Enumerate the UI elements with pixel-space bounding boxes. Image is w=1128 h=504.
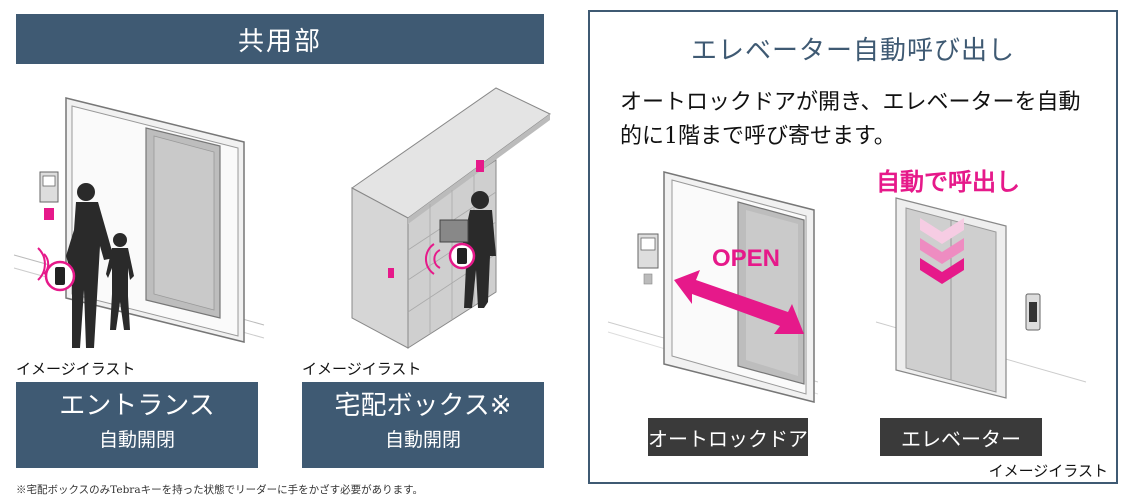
delivery-box-illustration-caption: イメージイラスト xyxy=(302,360,422,378)
elevator-illustration-caption: イメージイラスト xyxy=(988,462,1108,480)
entrance-illustration xyxy=(13,97,265,348)
elevator-call-description: オートロックドアが開き、エレベーターを自動 的に1階まで呼び寄せます。 xyxy=(620,86,1100,154)
description-line-2: 的に1階まで呼び寄せます。 xyxy=(620,124,896,149)
open-double-arrow-icon xyxy=(674,270,804,334)
elevator-label: エレベーター xyxy=(880,418,1042,456)
entrance-label-subtitle: 自動開閉 xyxy=(98,429,175,451)
down-chevrons-icon xyxy=(920,218,964,284)
entrance-label-title: エントランス xyxy=(59,391,215,421)
auto-call-label: 自動で呼出し xyxy=(876,168,1020,196)
autolock-door-label: オートロックドア xyxy=(648,418,808,456)
delivery-box-label-title: 宅配ボックス※ xyxy=(334,391,512,421)
entrance-label: エントランス 自動開閉 xyxy=(16,382,258,468)
description-line-1: オートロックドアが開き、エレベーターを自動 xyxy=(620,90,1081,115)
child-silhouette-icon xyxy=(106,233,134,330)
elevator-illustration: 自動で呼出し xyxy=(875,168,1087,399)
delivery-box-footnote: ※宅配ボックスのみTebraキーを持った状態でリーダーに手をかざす必要があります… xyxy=(16,484,424,496)
delivery-box-label: 宅配ボックス※ 自動開閉 xyxy=(302,382,544,468)
open-label: OPEN xyxy=(712,245,780,272)
autolock-door-illustration: OPEN xyxy=(607,171,819,403)
rfid-key-icon xyxy=(425,242,476,275)
adult-silhouette-icon xyxy=(66,183,114,348)
rfid-key-icon xyxy=(37,247,76,292)
delivery-box-label-subtitle: 自動開閉 xyxy=(384,429,461,451)
delivery-box-illustration xyxy=(351,87,551,349)
elevator-call-panel: エレベーター自動呼び出し オートロックドアが開き、エレベーターを自動 的に1階ま… xyxy=(588,10,1118,484)
elevator-call-title: エレベーター自動呼び出し xyxy=(690,36,1015,66)
delivery-person-silhouette-icon xyxy=(439,191,496,308)
entrance-illustration-caption: イメージイラスト xyxy=(16,360,136,378)
common-area-title: 共用部 xyxy=(16,14,544,64)
